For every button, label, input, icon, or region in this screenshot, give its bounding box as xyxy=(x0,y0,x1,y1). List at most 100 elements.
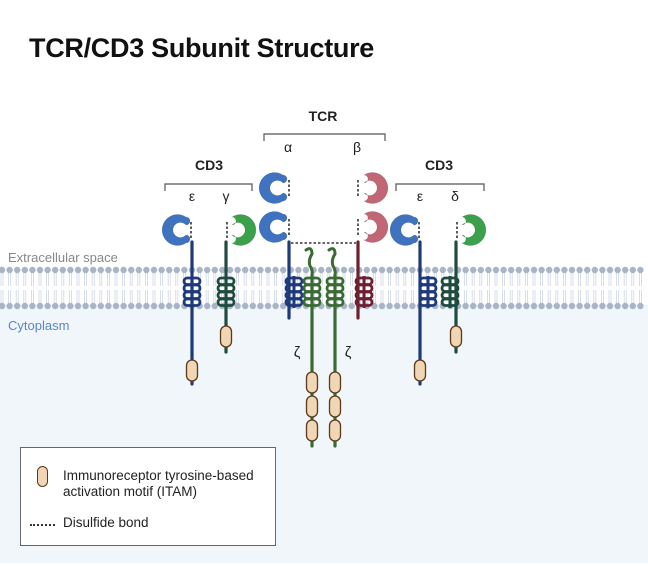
lipid-head xyxy=(264,266,272,274)
lipid-head xyxy=(485,302,492,310)
lipid-head xyxy=(523,302,530,310)
lipid-head xyxy=(120,302,127,310)
lipid-head xyxy=(120,266,127,274)
lipid-head xyxy=(523,266,530,274)
lipid-head xyxy=(158,266,165,274)
cytoplasm-label: Cytoplasm xyxy=(8,318,69,333)
lipid-head xyxy=(546,302,553,310)
lipid-head xyxy=(128,266,135,274)
lipid-head xyxy=(36,266,44,274)
lipid-head xyxy=(44,302,51,310)
cd3-epsilon-right-domain xyxy=(389,214,419,246)
lipid-head xyxy=(264,302,272,310)
lipid-head xyxy=(629,302,636,310)
lipid-head xyxy=(485,266,492,274)
lipid-head xyxy=(538,302,545,310)
lipid-head xyxy=(584,302,591,310)
cd3-epsilon-right-label: ε xyxy=(417,188,423,204)
cd3-gamma-domain-shape xyxy=(230,214,257,246)
tcr-beta-constant-domain-shape xyxy=(362,211,389,243)
lipid-head xyxy=(204,266,211,274)
lipid-head xyxy=(318,266,325,274)
cd3-epsilon-left-label: ε xyxy=(189,188,195,204)
lipid-head xyxy=(637,266,644,274)
lipid-head xyxy=(97,266,105,274)
lipid-head xyxy=(424,266,431,274)
lipid-head xyxy=(576,302,583,310)
lipid-head xyxy=(44,266,51,274)
itam-motif xyxy=(328,371,342,394)
lipid-head xyxy=(204,302,211,310)
lipid-head xyxy=(0,302,6,310)
itam-icon xyxy=(37,466,48,487)
lipid-head xyxy=(112,266,120,274)
lipid-head xyxy=(477,266,484,274)
lipid-head xyxy=(150,302,158,310)
lipid-head xyxy=(105,266,112,274)
lipid-head xyxy=(470,266,477,274)
lipid-head xyxy=(447,266,454,274)
lipid-head xyxy=(196,266,203,274)
lipid-head xyxy=(166,266,173,274)
cd3-epsilon-right-domain-shape xyxy=(389,214,419,246)
tcr-alpha-domain xyxy=(258,211,288,243)
tcr-beta-constant-domain xyxy=(362,211,389,243)
lipid-head xyxy=(394,302,401,310)
lipid-head xyxy=(348,302,355,310)
lipid-head xyxy=(546,266,553,274)
tcr-alpha-helix xyxy=(284,276,304,308)
page-title: TCR/CD3 Subunit Structure xyxy=(29,33,375,63)
lipid-head xyxy=(515,302,522,310)
lipid-head xyxy=(21,302,28,310)
protein-chains xyxy=(161,172,487,448)
lipid-head xyxy=(591,266,598,274)
lipid-head xyxy=(219,266,226,274)
lipid-head xyxy=(568,266,576,274)
lipid-head xyxy=(439,266,446,274)
zeta-right-extracellular xyxy=(327,247,337,278)
lipid-head xyxy=(257,302,264,310)
lipid-head xyxy=(606,302,614,310)
lipid-head xyxy=(135,302,142,310)
lipid-head xyxy=(492,266,500,274)
cd3-right-label: CD3 xyxy=(425,157,453,173)
lipid-head xyxy=(249,266,256,274)
lipid-head xyxy=(629,266,636,274)
zeta-left-label: ζ xyxy=(294,344,301,361)
cd3-delta-domain-shape xyxy=(460,214,487,246)
lipid-head xyxy=(637,302,644,310)
cd3-delta-helix xyxy=(440,276,460,308)
lipid-head xyxy=(143,266,150,274)
lipid-head xyxy=(553,266,560,274)
lipid-head xyxy=(325,266,332,274)
cd3-gamma-domain xyxy=(230,214,257,246)
lipid-head xyxy=(553,302,560,310)
lipid-head xyxy=(462,266,469,274)
lipid-head xyxy=(14,302,21,310)
lipid-head xyxy=(67,302,74,310)
tcr-beta-label: β xyxy=(353,139,361,155)
lipid-head xyxy=(36,302,44,310)
cd3-epsilon-left-domain xyxy=(161,214,191,246)
lipid-head xyxy=(371,266,378,274)
lipid-head xyxy=(128,302,135,310)
cd3-delta-label: δ xyxy=(451,188,459,204)
disulfide-bond-icon xyxy=(30,524,55,526)
lipid-head xyxy=(591,302,598,310)
lipid-head xyxy=(530,302,538,310)
lipid-head xyxy=(363,266,370,274)
lipid-head xyxy=(302,266,310,274)
lipid-head xyxy=(90,302,97,310)
tcr-beta-variable-domain-shape xyxy=(362,172,389,204)
lipid-head xyxy=(599,266,606,274)
lipid-head xyxy=(561,266,568,274)
cd3-gamma-label: γ xyxy=(223,188,230,204)
lipid-head xyxy=(173,266,180,274)
lipid-head xyxy=(508,302,515,310)
lipid-head xyxy=(21,266,28,274)
cd3-gamma-helix xyxy=(216,276,236,308)
tcr-beta-variable-domain xyxy=(362,172,389,204)
lipid-head xyxy=(500,266,507,274)
lipid-head xyxy=(530,266,538,274)
